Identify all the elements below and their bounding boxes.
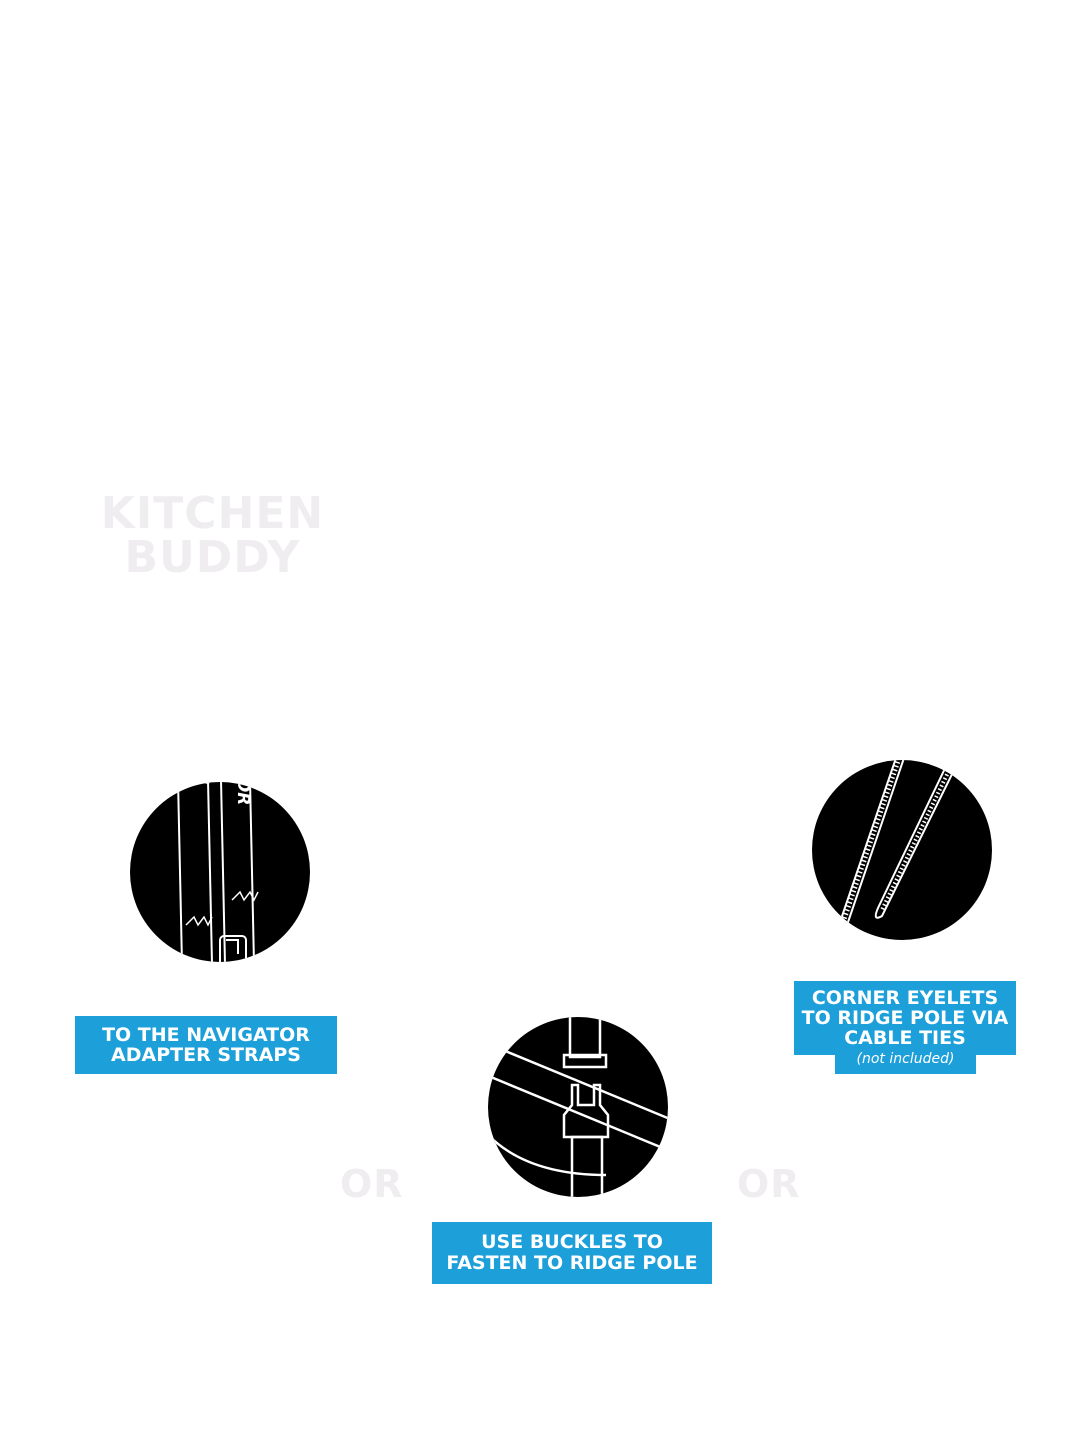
navigator-strap-icon: NAVIGATOR NAVIGATOR (130, 780, 310, 962)
label-line-2: TO RIDGE POLE VIA (801, 1007, 1009, 1029)
buckle-icon (488, 1017, 668, 1197)
strap-brand-text-1: NAVIGATOR (193, 780, 213, 785)
title-line-1: KITCHEN (100, 488, 325, 539)
not-included-note: (not included) (835, 1050, 976, 1074)
label-line-2: ADAPTER STRAPS (111, 1044, 301, 1066)
label-line-1: USE BUCKLES TO (481, 1231, 663, 1253)
label-line-2: FASTEN TO RIDGE POLE (446, 1252, 698, 1274)
or-separator-right: OR (737, 1162, 801, 1206)
cable-tie-icon (812, 760, 992, 940)
cable-ties-label: CORNER EYELETS TO RIDGE POLE VIA CABLE T… (794, 981, 1016, 1055)
strap-brand-text-2: NAVIGATOR (233, 780, 253, 805)
or-separator-left: OR (340, 1162, 404, 1206)
label-line-1: TO THE NAVIGATOR (102, 1024, 310, 1046)
label-line-3: CABLE TIES (844, 1027, 966, 1049)
navigator-straps-label: TO THE NAVIGATOR ADAPTER STRAPS (75, 1016, 337, 1074)
buckles-label: USE BUCKLES TO FASTEN TO RIDGE POLE (432, 1222, 712, 1284)
label-line-1: CORNER EYELETS (811, 987, 999, 1009)
page-title: KITCHEN BUDDY (80, 492, 345, 580)
title-line-2: BUDDY (124, 532, 301, 583)
